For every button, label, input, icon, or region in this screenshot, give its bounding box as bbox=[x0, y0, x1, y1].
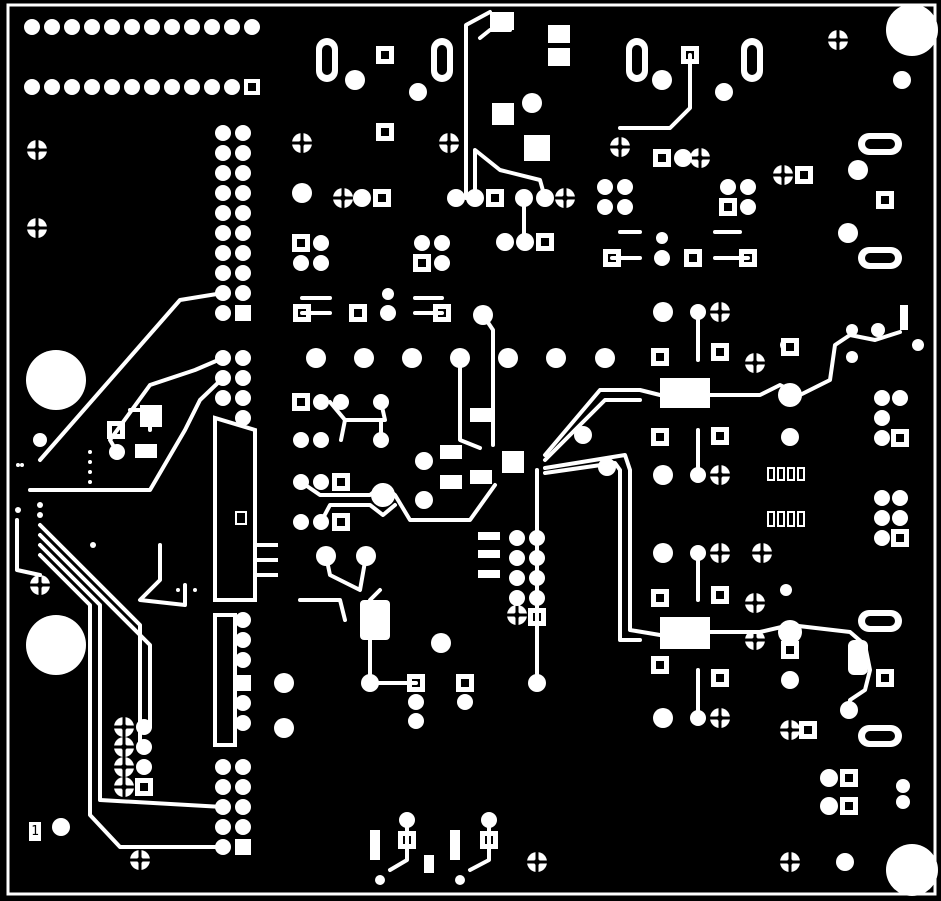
layer-number-label: 1 bbox=[29, 822, 41, 841]
ic-footprints bbox=[135, 12, 924, 885]
mounting-hole-top-right bbox=[886, 4, 938, 56]
test-dots bbox=[15, 450, 197, 592]
mounting-hole-left-upper bbox=[26, 350, 86, 410]
board-outline bbox=[6, 3, 937, 896]
header-vertical bbox=[215, 125, 251, 855]
mounting-hole-left-lower bbox=[26, 615, 86, 675]
mounting-hole-bottom-right bbox=[886, 844, 938, 896]
traces bbox=[15, 10, 902, 872]
ic-pad-row bbox=[767, 467, 805, 527]
edge-connector bbox=[213, 415, 278, 747]
header-top-row bbox=[24, 19, 260, 95]
